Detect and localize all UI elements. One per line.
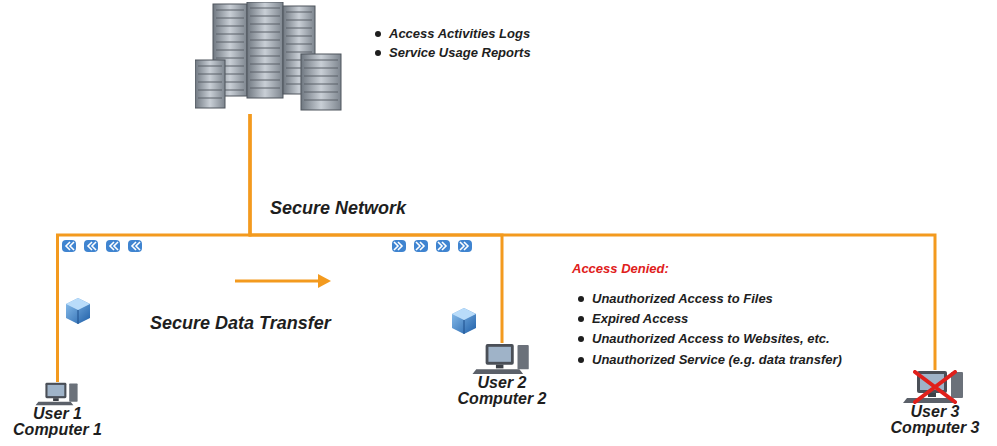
rack-slot [198, 98, 222, 99]
rack-slot [250, 32, 280, 33]
rack-slot [286, 20, 312, 21]
denied-item: Unauthorized Service (e.g. data transfer… [578, 352, 842, 368]
rack-slot [304, 84, 338, 85]
denied-item: Expired Access [578, 311, 688, 327]
computer-icon [895, 370, 975, 404]
server-icon [195, 2, 345, 114]
computer-shape [472, 344, 528, 374]
rack-slot [216, 26, 244, 27]
rack-slot [198, 74, 222, 75]
rack-slot [250, 8, 280, 9]
computer-icon [465, 343, 540, 375]
rack-slot [286, 28, 312, 29]
rack-slot [304, 100, 338, 101]
computer-node: User 2 Computer 2 [442, 343, 562, 407]
rack-slot [250, 80, 280, 81]
computer-shape [35, 383, 77, 405]
rack-slot [250, 48, 280, 49]
rack-slot [216, 18, 244, 19]
note-item: Access Activities Logs [375, 24, 531, 43]
server-rack [247, 2, 283, 98]
rack-slot [216, 34, 244, 35]
rack-slot [250, 24, 280, 25]
rack-slot [216, 10, 244, 11]
rack-slot [216, 58, 244, 59]
rack-slot [198, 90, 222, 91]
rack-slot [286, 52, 312, 53]
computer-label: User 1 Computer 1 [2, 406, 114, 438]
computer-label: User 3 Computer 3 [879, 404, 991, 436]
rack-slot [198, 66, 222, 67]
network-label: Secure Data Transfer [150, 313, 331, 335]
denied-heading: Access Denied: [572, 261, 669, 277]
network-label: Secure Network [270, 198, 406, 220]
rack-slot [198, 82, 222, 83]
rack-slot [250, 16, 280, 17]
computer-label: User 2 Computer 2 [446, 375, 558, 407]
rack-slot [250, 40, 280, 41]
server-rack [195, 60, 225, 108]
rack-slot [216, 50, 244, 51]
server-rack [301, 54, 341, 110]
rack-slot [250, 88, 280, 89]
denied-cross [915, 372, 955, 402]
rack-slot [250, 72, 280, 73]
server-notes: Access Activities LogsService Usage Repo… [375, 24, 531, 62]
rack-slot [286, 12, 312, 13]
rack-slot [250, 64, 280, 65]
rack-slot [216, 42, 244, 43]
network-connector [250, 114, 502, 343]
network-connector [250, 114, 935, 370]
rack-slot [304, 68, 338, 69]
denied-item: Unauthorized Access to Websites, etc. [578, 331, 830, 347]
rack-slot [250, 56, 280, 57]
rack-slot [286, 36, 312, 37]
computer-icon [30, 382, 86, 406]
rack-slot [286, 44, 312, 45]
computer-node: User 3 Computer 3 [878, 370, 992, 436]
server-node: Access Activities LogsService Usage Repo… [195, 2, 625, 114]
rack-slot [304, 92, 338, 93]
note-item: Service Usage Reports [375, 43, 531, 62]
rack-slot [304, 60, 338, 61]
denied-item: Unauthorized Access to Files [578, 291, 773, 307]
rack-slot [304, 76, 338, 77]
network-connector [58, 114, 251, 382]
computer-node: User 1 Computer 1 [0, 382, 115, 438]
computer-shape [903, 371, 963, 403]
